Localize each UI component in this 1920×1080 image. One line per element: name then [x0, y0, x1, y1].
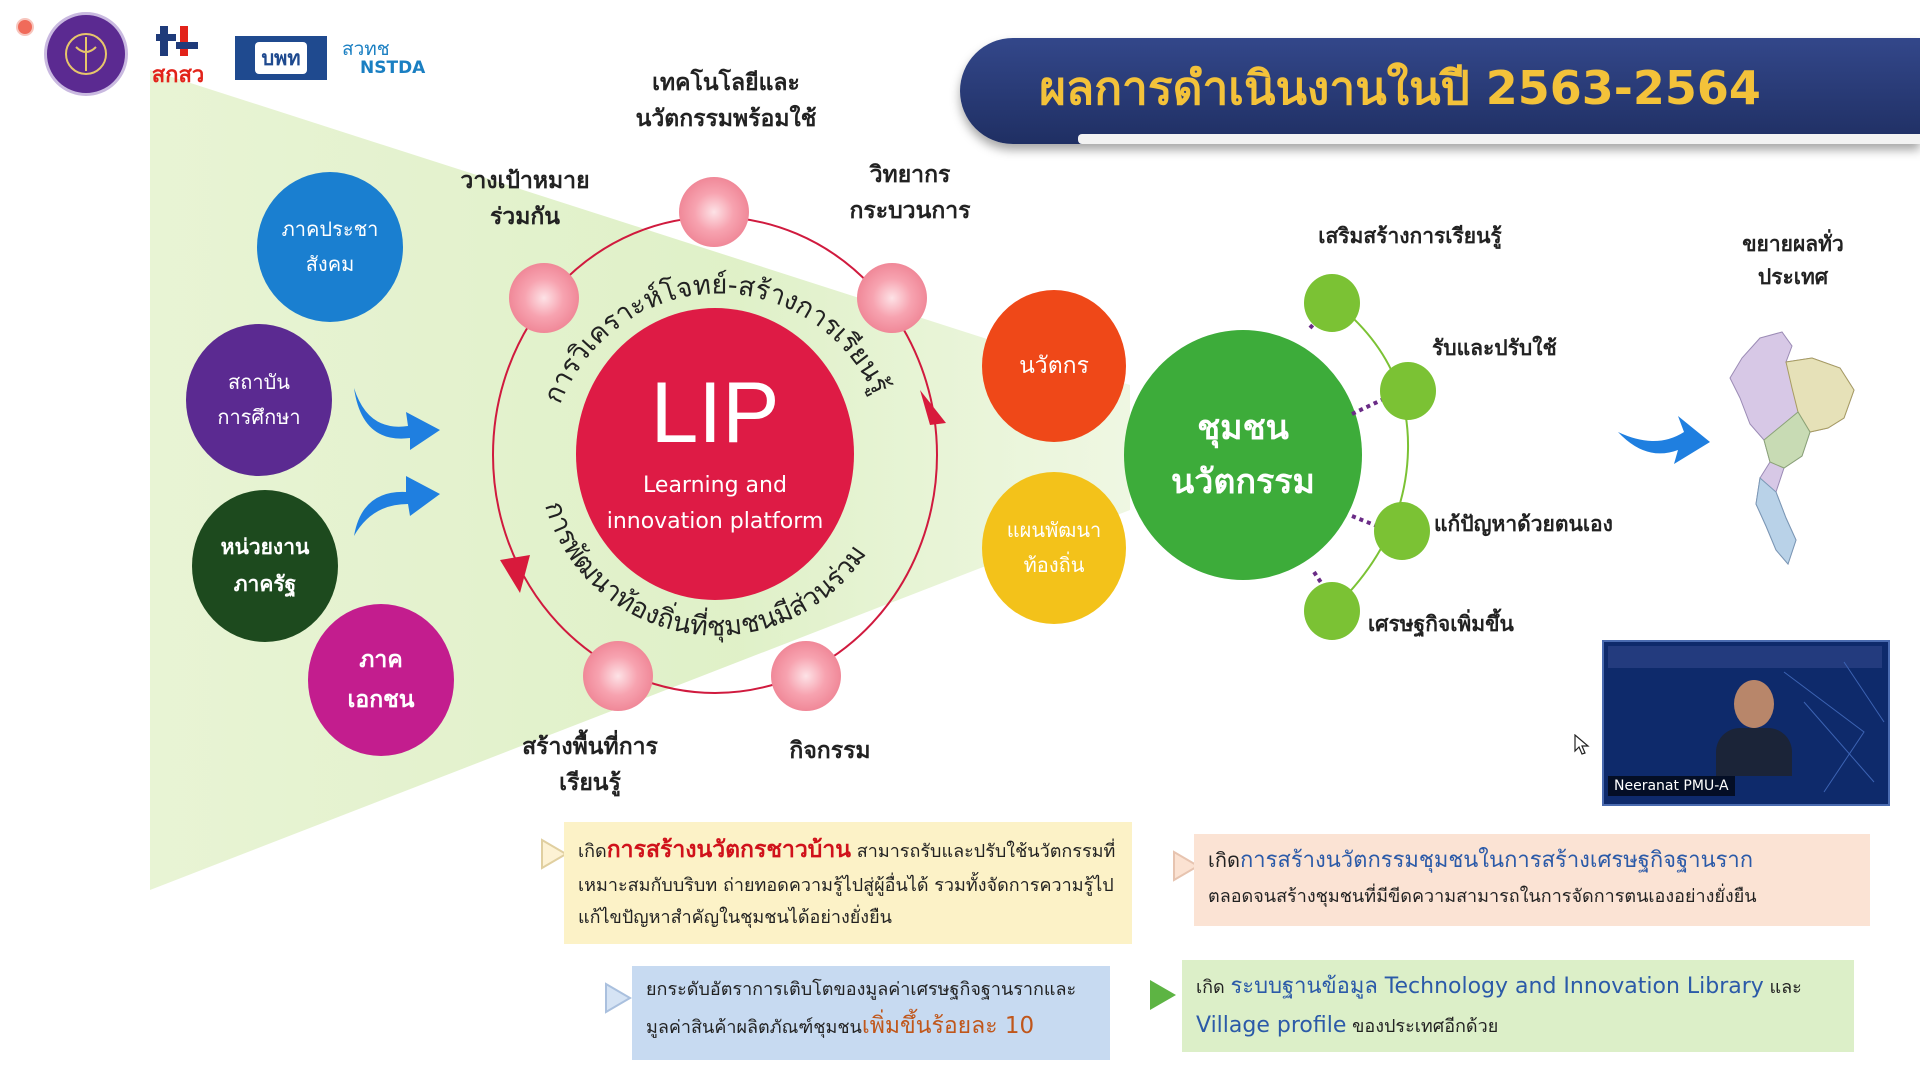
result-box-innovator: เกิดการสร้างนวัตกรชาวบ้าน สามารถรับและปร…	[564, 822, 1132, 944]
lip-arc-bottom-text: การพัฒนาท้องถิ่นที่ชุมชนมีส่วนร่วม	[538, 498, 873, 644]
outcome-connectors	[1308, 299, 1410, 611]
stakeholder-civil-society-label: ภาคประชา สังคม	[281, 217, 379, 276]
title-banner: ผลการดำเนินงานในปี 2563-2564	[960, 38, 1920, 144]
result-box-community-prefix: เกิด	[1208, 848, 1240, 872]
stakeholder-private-label: ภาค เอกชน	[347, 646, 415, 713]
lip-node-tech	[679, 177, 749, 247]
result-box-economy-text: ยกระดับอัตราการเติบโตของมูลค่าเศรษฐกิจฐา…	[646, 979, 1077, 1038]
outcome-self-solve: แก้ปัญหาด้วยตนเอง	[1434, 512, 1613, 536]
participant-name: Neeranat PMU-A	[1608, 776, 1735, 796]
outcome-dot	[1380, 362, 1436, 420]
lip-node-learning-space	[583, 641, 653, 711]
outcome-economy: เศรษฐกิจเพิ่มขึ้น	[1368, 612, 1514, 636]
result-box-database-prefix: เกิด	[1196, 977, 1225, 998]
nstda-logo: สวทช NSTDA	[342, 40, 434, 80]
lip-node-activity	[771, 641, 841, 711]
outcome-dot	[1304, 274, 1360, 332]
local-plan-label: แผนพัฒนา ท้องถิ่น	[1006, 518, 1102, 577]
result-box-innovator-highlight: การสร้างนวัตกรชาวบ้าน	[606, 837, 852, 863]
label-facilitator: วิทยากร กระบวนการ	[849, 162, 971, 224]
video-slide-header	[1608, 646, 1882, 668]
outcome-learning: เสริมสร้างการเรียนรู้	[1318, 224, 1502, 248]
lip-core: LIP Learning and innovation platform	[576, 308, 854, 600]
outcome-dot	[1304, 582, 1360, 640]
result-box-database: เกิด ระบบฐานข้อมูล Technology and Innova…	[1182, 960, 1854, 1052]
video-network-bg	[1783, 661, 1885, 793]
skso-logo: สกสว	[148, 24, 208, 88]
lip-arc-top-text: การวิเคราะห์โจทย์-สร้างการเรียนรู้	[538, 268, 896, 407]
nstda-logo-en: NSTDA	[360, 58, 426, 78]
expand-arrow-icon	[1618, 416, 1710, 464]
innovative-community-circle: ชุมชน นวัตกรรม	[1124, 330, 1362, 580]
lip-subtitle-line2: innovation platform	[606, 509, 824, 534]
stakeholder-academic-label: สถาบัน การศึกษา	[217, 370, 301, 429]
lip-node-goal	[509, 263, 579, 333]
label-shared-goal: วางเป้าหมาย ร่วมกัน	[460, 168, 590, 230]
result-box-database-highlight2: Village profile	[1196, 1012, 1347, 1038]
stakeholder-government-label: หน่วยงาน ภาครัฐ	[220, 535, 310, 596]
skso-logo-text: สกสว	[151, 63, 205, 88]
lip-subtitle-line1: Learning and	[643, 473, 787, 498]
result-box-community: เกิดการสร้างนวัตกรรมชุมชนในการสร้างเศรษฐ…	[1194, 834, 1870, 926]
record-indicator	[16, 18, 34, 36]
participant-avatar	[1716, 680, 1792, 776]
innovative-community-label: ชุมชน นวัตกรรม	[1171, 407, 1315, 502]
local-plan-circle: แผนพัฒนา ท้องถิ่น	[982, 472, 1126, 624]
label-activity: กิจกรรม	[789, 738, 871, 764]
stakeholder-government: หน่วยงาน ภาครัฐ	[192, 490, 338, 642]
innovator-circle: นวัตกร	[982, 290, 1126, 442]
participant-video-tile[interactable]: Neeranat PMU-A	[1602, 640, 1890, 806]
result-box-database-text: ของประเทศอีกด้วย	[1346, 1015, 1499, 1037]
result-box-community-text: ตลอดจนสร้างชุมชนที่มีขีดความสามารถในการจ…	[1208, 885, 1757, 907]
flow-arrow-icon	[354, 388, 440, 450]
outcome-dot	[1374, 502, 1430, 560]
result-box-database-and: และ	[1763, 977, 1802, 998]
bullet-arrow-icon	[1150, 980, 1176, 1010]
nstda-logo-th: สวทช	[342, 38, 390, 60]
label-tech-innovation: เทคโนโลยีและ นวัตกรรมพร้อมใช้	[635, 70, 817, 132]
bmp-logo-text: บพท	[255, 42, 307, 74]
result-box-innovator-text: สามารถรับและปรับใช้นวัตกรรมที่เหมาะสมกับ…	[578, 841, 1116, 928]
bullet-arrow-icon	[541, 838, 568, 870]
lip-node-facilitator	[857, 263, 927, 333]
result-box-economy-highlight: เพิ่มขึ้นร้อยละ 10	[861, 1012, 1035, 1039]
outcome-adopt: รับและปรับใช้	[1432, 336, 1557, 360]
bullet-arrow-icon	[605, 982, 632, 1014]
svg-text:การพัฒนาท้องถิ่นที่ชุมชนมีส่วน: การพัฒนาท้องถิ่นที่ชุมชนมีส่วนร่วม	[538, 498, 873, 644]
result-box-community-highlight: การสร้างนวัตกรรมชุมชนในการสร้างเศรษฐกิจฐ…	[1239, 848, 1754, 873]
lip-arc-text: การวิเคราะห์โจทย์-สร้างการเรียนรู้ การพั…	[538, 268, 896, 644]
bmp-logo: บพท	[235, 36, 327, 80]
result-box-economy: ยกระดับอัตราการเติบโตของมูลค่าเศรษฐกิจฐา…	[632, 966, 1110, 1060]
lip-title: LIP	[650, 365, 780, 461]
bullet-arrow-icon	[1173, 850, 1200, 882]
stakeholder-civil-society: ภาคประชา สังคม	[257, 172, 403, 322]
svg-text:การวิเคราะห์โจทย์-สร้างการเรีย: การวิเคราะห์โจทย์-สร้างการเรียนรู้	[538, 268, 896, 407]
university-seal-logo	[44, 12, 128, 96]
expand-label: ขยายผลทั่ว ประเทศ	[1742, 232, 1844, 289]
innovator-label: นวัตกร	[1019, 353, 1089, 379]
stakeholder-academic: สถาบัน การศึกษา	[186, 324, 332, 476]
mouse-cursor-icon	[1574, 734, 1590, 755]
label-learning-space: สร้างพื้นที่การ เรียนรู้	[522, 734, 658, 796]
thailand-map-icon	[1729, 331, 1855, 565]
page-title: ผลการดำเนินงานในปี 2563-2564	[1039, 61, 1761, 115]
title-banner-underline	[1078, 134, 1920, 144]
stakeholder-private: ภาค เอกชน	[308, 604, 454, 756]
flow-arrow-icon	[354, 476, 440, 536]
result-box-database-highlight1: ระบบฐานข้อมูล Technology and Innovation …	[1230, 974, 1764, 999]
result-box-innovator-prefix: เกิด	[578, 841, 607, 862]
